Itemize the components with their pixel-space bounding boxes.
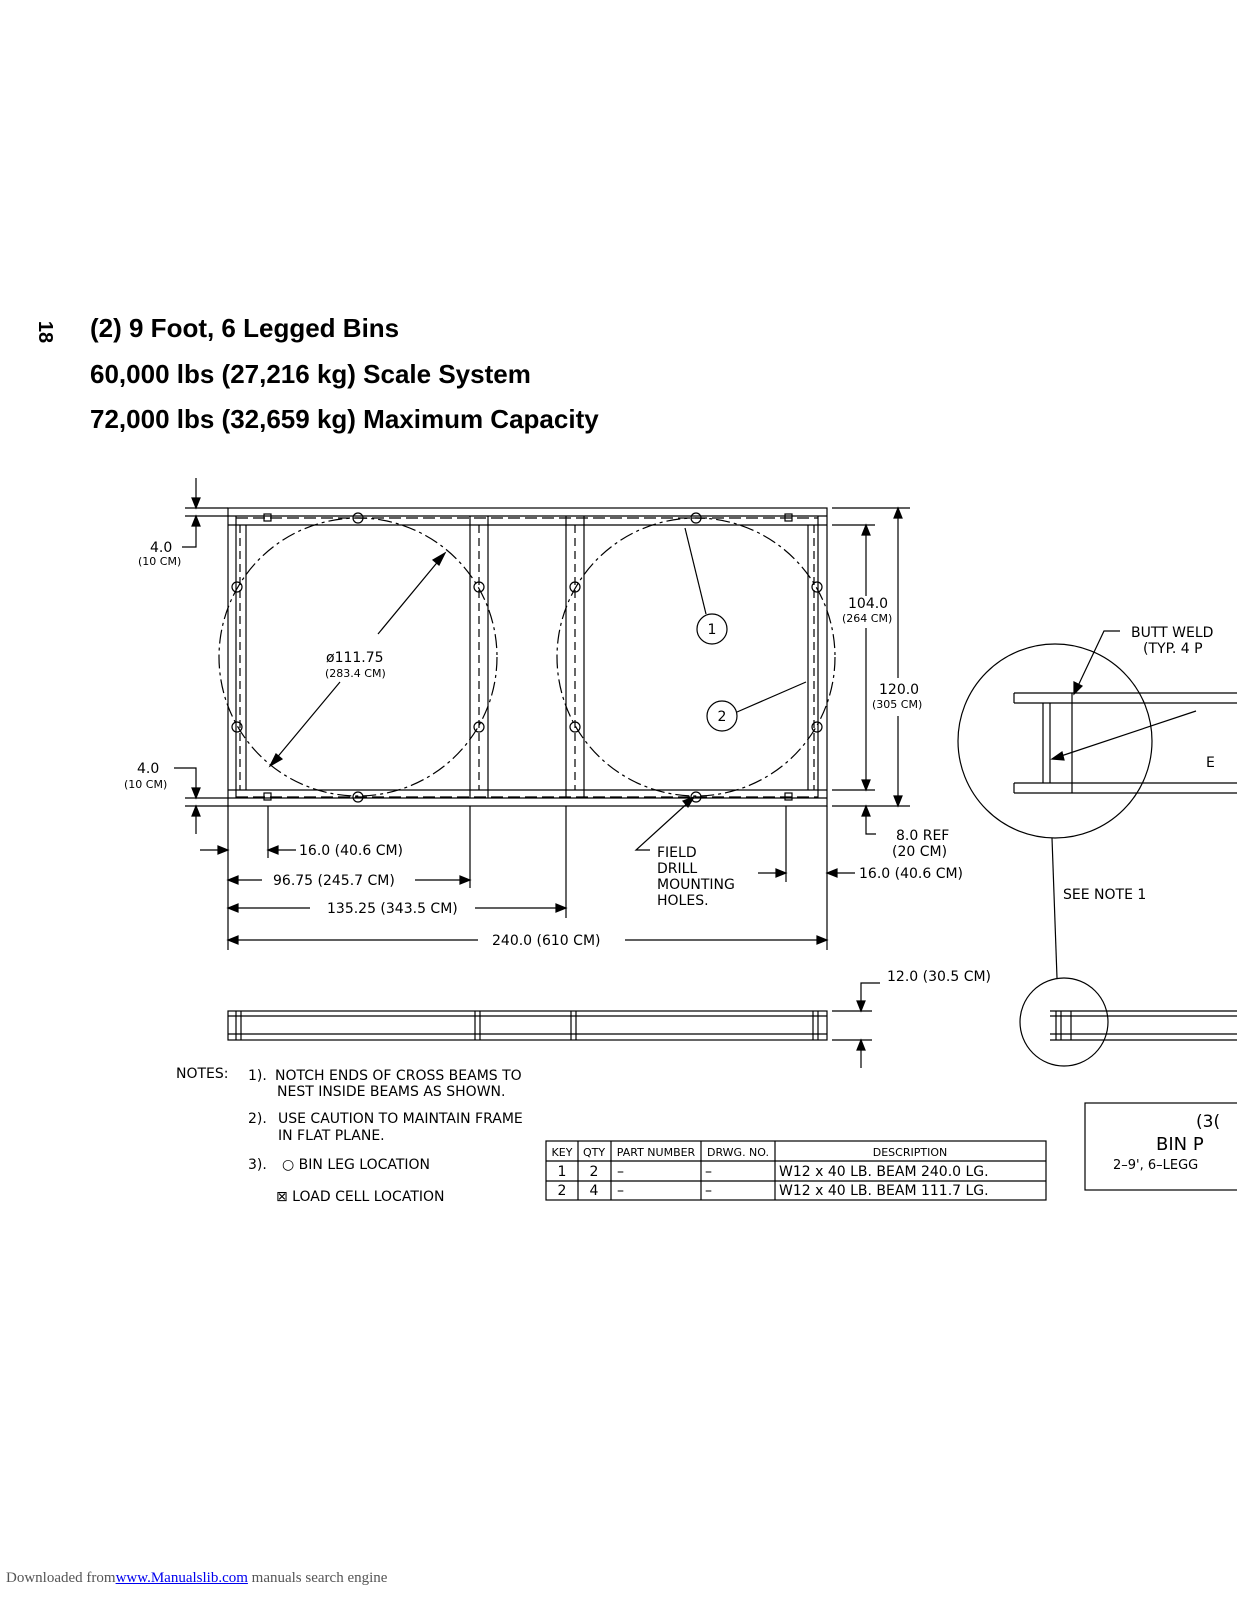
note-3-line-1: ○ BIN LEG LOCATION — [282, 1157, 430, 1173]
footer-link[interactable]: www.Manualslib.com — [115, 1570, 248, 1586]
note-3-line-2: ⊠ LOAD CELL LOCATION — [276, 1189, 445, 1205]
parts-row-2-drwg-no: – — [705, 1183, 712, 1199]
title-block-line-1: (3( — [1196, 1112, 1220, 1132]
dim-right-loadcell: 16.0 (40.6 CM) — [859, 866, 963, 882]
parts-row-1-qty: 2 — [590, 1164, 599, 1180]
dim-diameter: ø111.75 — [326, 650, 384, 666]
field-drill-line-3: MOUNTING — [657, 877, 735, 893]
dim-crossbeam-1: 96.75 (245.7 CM) — [273, 873, 395, 889]
footer: Downloaded fromwww.Manualslib.com manual… — [6, 1570, 387, 1587]
dim-top-offset: 4.0 — [150, 540, 172, 556]
parts-row-2-part-number: – — [617, 1183, 624, 1199]
parts-header-key: KEY — [552, 1146, 573, 1159]
dim-left-loadcell: 16.0 (40.6 CM) — [299, 843, 403, 859]
footer-prefix: Downloaded from — [6, 1570, 116, 1586]
dim-bottom-offset: 4.0 — [137, 761, 159, 777]
field-drill-line-1: FIELD — [657, 845, 697, 861]
parts-row-2-qty: 4 — [590, 1183, 599, 1199]
footer-suffix: manuals search engine — [247, 1570, 388, 1586]
note-2-num: 2). — [248, 1111, 267, 1127]
butt-weld-typ: (TYP. 4 P — [1143, 641, 1203, 657]
dim-crossbeam-2: 135.25 (343.5 CM) — [327, 901, 458, 917]
note-2-line-2: IN FLAT PLANE. — [278, 1128, 385, 1144]
dim-ref-width: 8.0 REF — [896, 828, 949, 844]
callout-2: 2 — [718, 709, 727, 725]
title-line-1: (2) 9 Foot, 6 Legged Bins — [90, 313, 400, 343]
dim-ref-width-cm: (20 CM) — [892, 844, 947, 860]
dim-top-offset-cm: (10 CM) — [138, 555, 181, 568]
parts-row-1-part-number: – — [617, 1164, 624, 1180]
parts-row-1-description: W12 x 40 LB. BEAM 240.0 LG. — [779, 1164, 989, 1180]
title-line-3: 72,000 lbs (32,659 kg) Maximum Capacity — [90, 404, 599, 434]
note-2-line-1: USE CAUTION TO MAINTAIN FRAME — [278, 1111, 523, 1127]
butt-weld-label: BUTT WELD — [1131, 625, 1213, 641]
frame-outline — [227, 507, 828, 807]
dim-bottom-offset-cm: (10 CM) — [124, 778, 167, 791]
bin-circle-left — [218, 517, 498, 797]
title-line-2: 60,000 lbs (27,216 kg) Scale System — [90, 359, 531, 389]
dim-inner-height-cm: (264 CM) — [842, 612, 892, 625]
bin-circle-right — [556, 517, 836, 797]
notes-heading: NOTES: — [176, 1066, 229, 1082]
field-drill-line-2: DRILL — [657, 861, 697, 877]
parts-row-1-key: 1 — [558, 1164, 567, 1180]
title-block-line-2: BIN P — [1156, 1134, 1204, 1155]
field-drill-line-4: HOLES. — [657, 893, 709, 909]
parts-header-description: DESCRIPTION — [873, 1146, 947, 1159]
note-1-line-2: NEST INSIDE BEAMS AS SHOWN. — [277, 1084, 505, 1100]
parts-row-1-drwg-no: – — [705, 1164, 712, 1180]
see-note-label: SEE NOTE 1 — [1063, 887, 1146, 903]
note-1-num: 1). — [248, 1068, 267, 1084]
parts-header-part-number: PART NUMBER — [617, 1146, 696, 1159]
weld-detail-circle — [957, 643, 1153, 839]
detail-fragment: E — [1206, 755, 1215, 771]
parts-row-2-description: W12 x 40 LB. BEAM 111.7 LG. — [779, 1183, 989, 1199]
dim-outer-height: 120.0 — [879, 682, 919, 698]
parts-table-frame — [545, 1140, 1047, 1201]
parts-header-qty: QTY — [583, 1146, 605, 1159]
dim-outer-height-cm: (305 CM) — [872, 698, 922, 711]
note-1-line-1: NOTCH ENDS OF CROSS BEAMS TO — [275, 1068, 522, 1084]
parts-header-drwg-no: DRWG. NO. — [707, 1146, 769, 1159]
parts-row-2-key: 2 — [558, 1183, 567, 1199]
title-block-frame — [1084, 1102, 1237, 1191]
dim-inner-height: 104.0 — [848, 596, 888, 612]
dim-beam-height: 12.0 (30.5 CM) — [887, 969, 991, 985]
title-block-line-3: 2–9', 6–LEGG — [1113, 1158, 1198, 1173]
callout-1: 1 — [708, 622, 717, 638]
dim-diameter-cm: (283.4 CM) — [325, 667, 386, 680]
dim-overall-length: 240.0 (610 CM) — [492, 933, 600, 949]
note-3-num: 3). — [248, 1157, 267, 1173]
